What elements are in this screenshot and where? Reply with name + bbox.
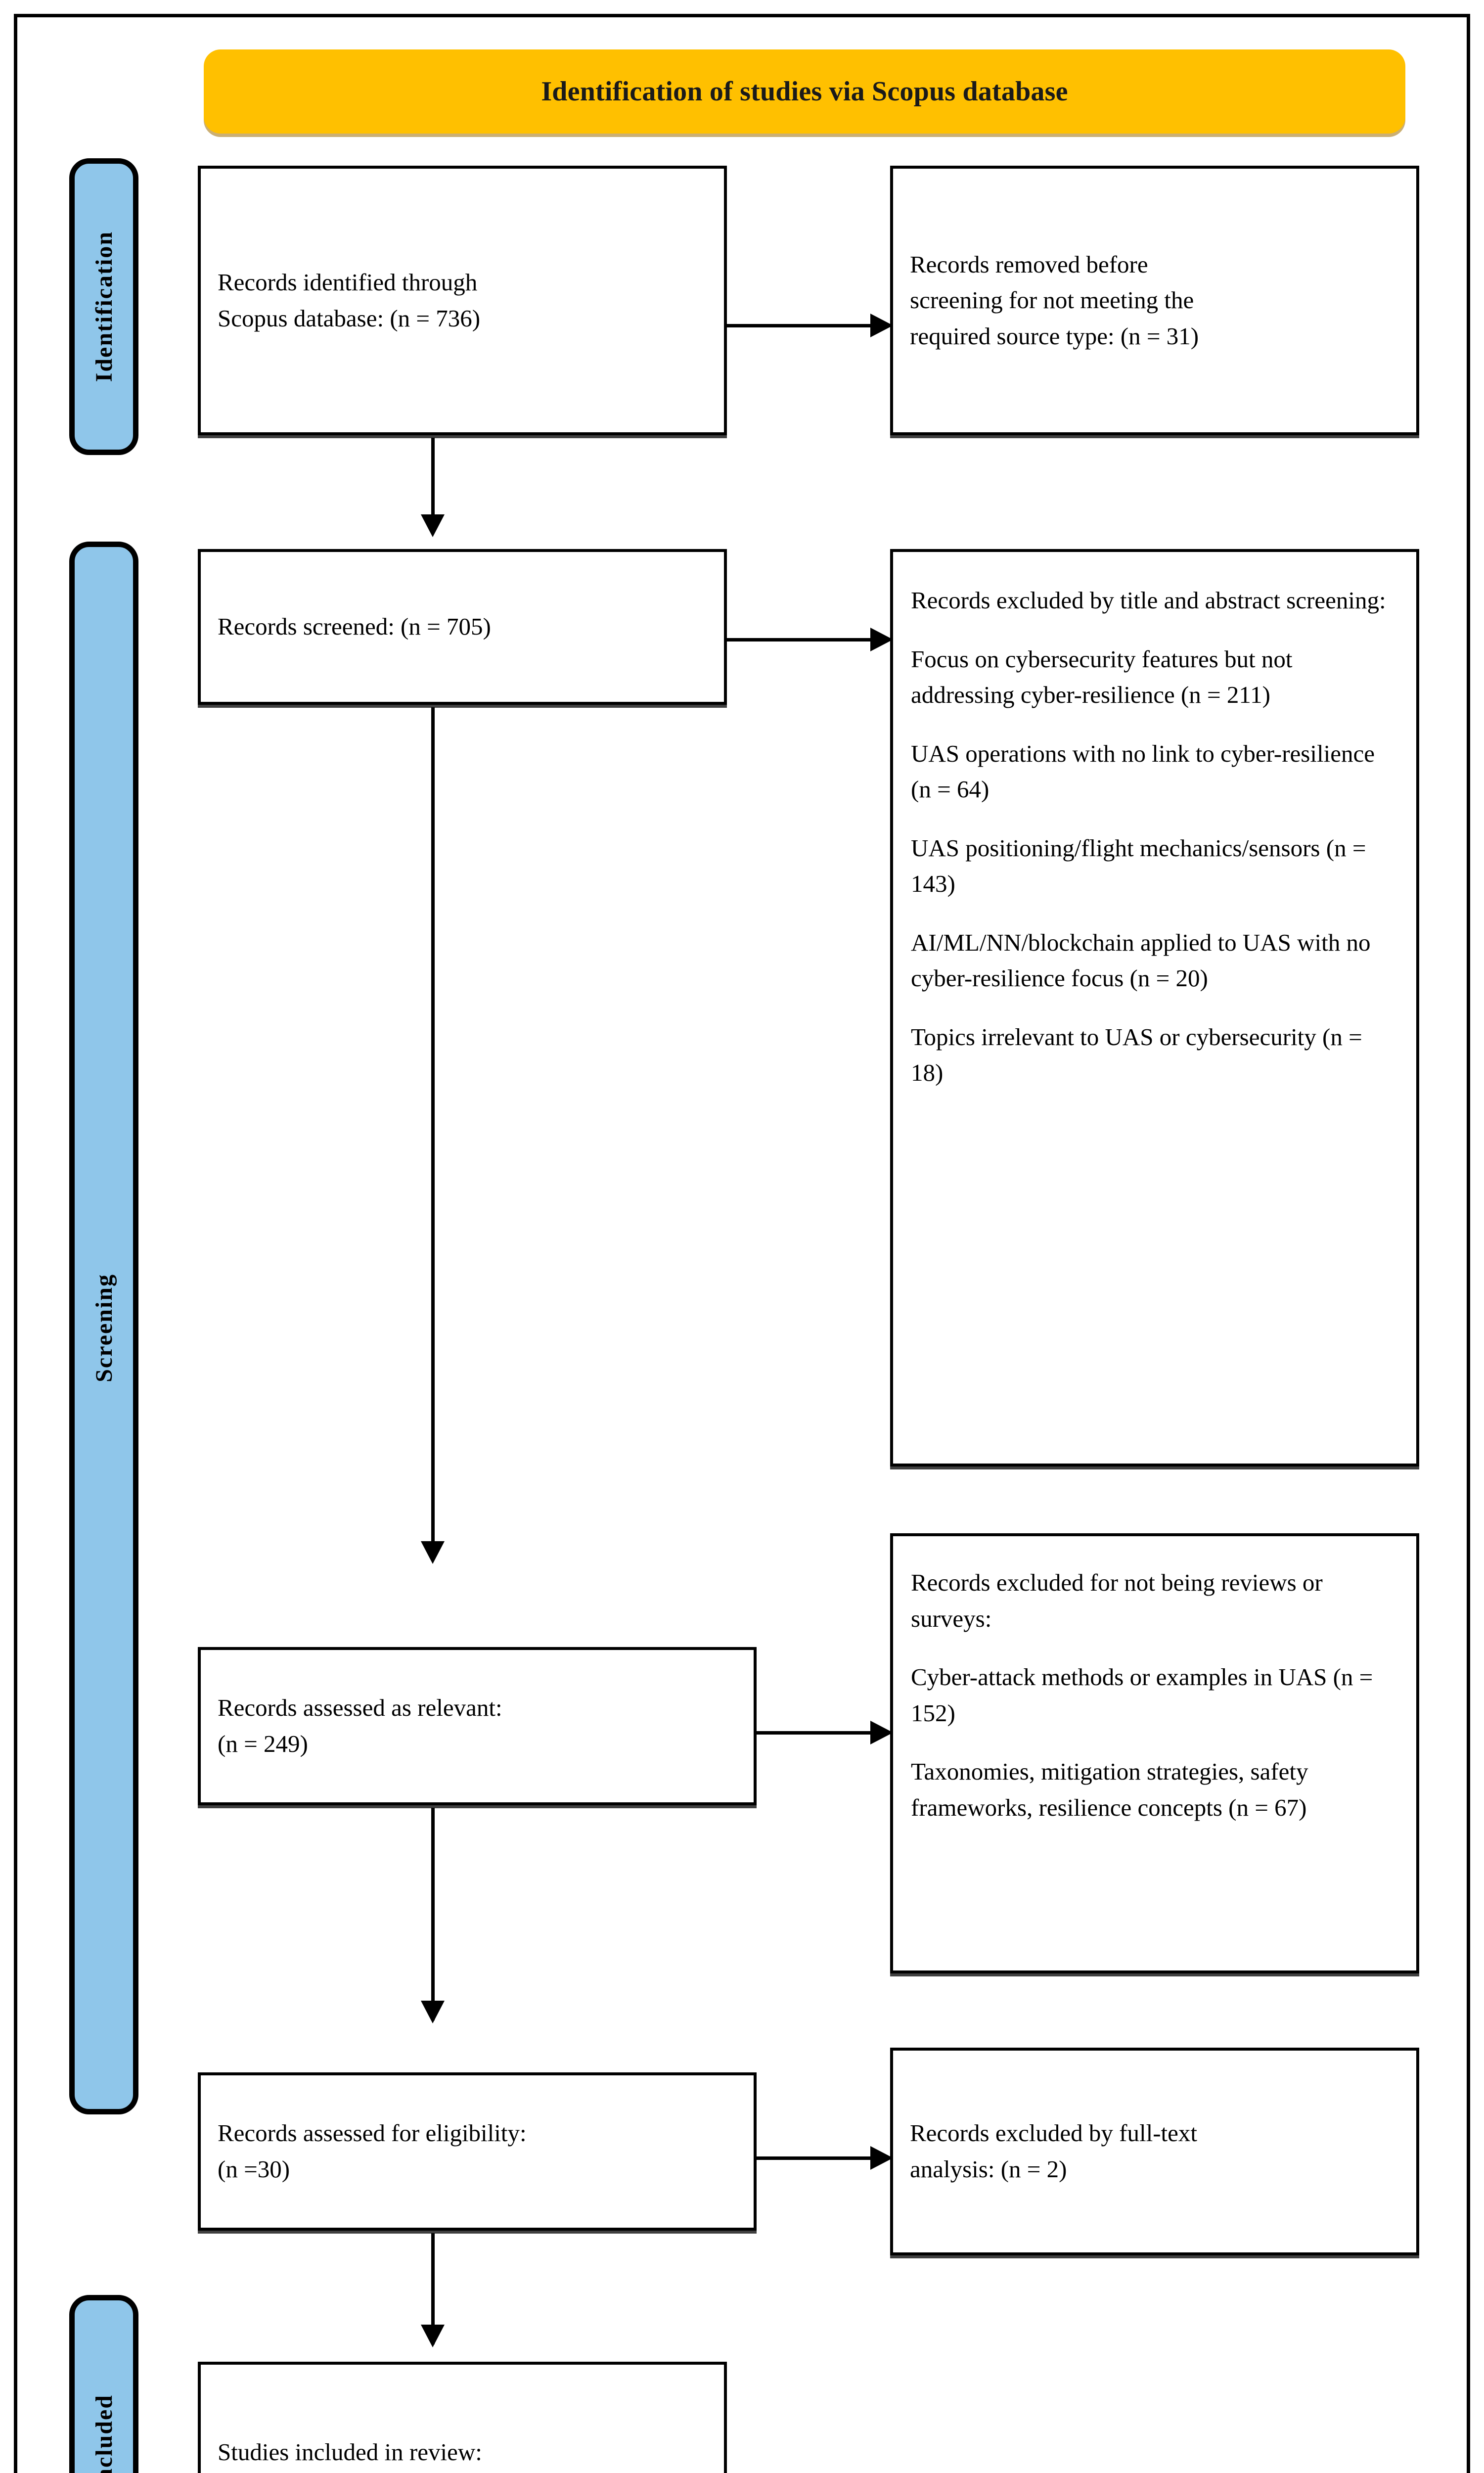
arrowhead-identified-to-screened — [421, 514, 445, 537]
arrowhead-identified-to-removed — [870, 314, 893, 337]
records-removed-line-1: Records removed before — [910, 250, 1148, 278]
box-records-removed-before-screening: Records removed before screening for not… — [890, 166, 1419, 435]
stage-tab-screening: Screening — [69, 542, 138, 2114]
banner-identification-scopus: Identification of studies via Scopus dat… — [204, 49, 1405, 134]
box-records-assessed-relevant: Records assessed as relevant: (n = 249) — [198, 1647, 757, 1805]
stage-tab-identification: Identification — [69, 158, 138, 455]
assessed-eligibility-line-2: (n =30) — [218, 2155, 290, 2183]
stage-label-identification: Identification — [90, 231, 117, 382]
connector-relevant-to-excluded-not-reviews — [757, 1731, 870, 1735]
arrowhead-eligibility-to-included — [421, 2325, 445, 2347]
assessed-relevant-line-1: Records assessed as relevant: — [218, 1694, 502, 1722]
connector-eligibility-to-included — [431, 2233, 435, 2344]
records-screened-line-1: Records screened: (n = 705) — [218, 613, 491, 641]
studies-included-line-1: Studies included in review: — [218, 2438, 482, 2466]
excluded-full-text-line-1: Records excluded by full-text — [910, 2119, 1198, 2147]
arrowhead-screened-to-excluded-title-abstract — [870, 628, 893, 651]
excluded-reason-item: UAS operations with no link to cyber-res… — [911, 739, 1375, 803]
assessed-relevant-line-2: (n = 249) — [218, 1730, 308, 1757]
box-records-screened: Records screened: (n = 705) — [198, 549, 727, 705]
figure-frame — [14, 14, 1470, 2473]
records-identified-line-2: Scopus database: (n = 736) — [218, 304, 481, 332]
box-studies-included: Studies included in review: (n = 28) — [198, 2362, 727, 2473]
excluded-reason-item: AI/ML/NN/blockchain applied to UAS with … — [911, 928, 1371, 992]
excluded-not-reviews-heading: Records excluded for not being reviews o… — [911, 1569, 1323, 1632]
stage-label-screening: Screening — [90, 1274, 117, 1382]
connector-identified-to-screened — [431, 438, 435, 532]
excluded-reason-item: Topics irrelevant to UAS or cybersecurit… — [911, 1023, 1362, 1087]
connector-relevant-to-eligibility — [431, 1808, 435, 2020]
excluded-not-reviews-reason-item: Cyber-attack methods or examples in UAS … — [911, 1663, 1373, 1727]
excluded-reason-item: UAS positioning/flight mechanics/sensors… — [911, 834, 1366, 898]
connector-screened-to-excluded-title-abstract — [727, 638, 870, 641]
arrowhead-eligibility-to-excluded-full-text — [870, 2146, 893, 2170]
excluded-full-text-line-2: analysis: (n = 2) — [910, 2155, 1067, 2183]
excluded-title-abstract-heading: Records excluded by title and abstract s… — [911, 587, 1386, 614]
excluded-reason-item: Focus on cybersecurity features but not … — [911, 645, 1293, 709]
arrowhead-relevant-to-eligibility — [421, 2001, 445, 2023]
connector-screened-to-assessed-relevant — [431, 707, 435, 1558]
records-identified-line-1: Records identified through — [218, 268, 478, 296]
studies-included-line-2: (n = 28) — [218, 2471, 707, 2473]
connector-eligibility-to-excluded-full-text — [757, 2156, 870, 2160]
banner-title: Identification of studies via Scopus dat… — [541, 76, 1068, 107]
arrowhead-relevant-to-excluded-not-reviews — [870, 1721, 893, 1744]
excluded-not-reviews-reason-item: Taxonomies, mitigation strategies, safet… — [911, 1758, 1308, 1821]
records-removed-line-2: screening for not meeting the — [910, 286, 1194, 314]
box-records-excluded-not-reviews: Records excluded for not being reviews o… — [890, 1533, 1419, 1973]
box-records-excluded-title-abstract: Records excluded by title and abstract s… — [890, 549, 1419, 1466]
records-removed-line-3: required source type: (n = 31) — [910, 322, 1199, 350]
connector-identified-to-removed — [727, 324, 870, 327]
arrowhead-screened-to-assessed-relevant — [421, 1541, 445, 1564]
stage-label-included: Included — [90, 2394, 117, 2473]
stage-tab-included: Included — [69, 2295, 138, 2473]
box-records-identified: Records identified through Scopus databa… — [198, 166, 727, 435]
box-records-assessed-eligibility: Records assessed for eligibility: (n =30… — [198, 2072, 757, 2231]
assessed-eligibility-line-1: Records assessed for eligibility: — [218, 2119, 527, 2147]
box-records-excluded-full-text: Records excluded by full-text analysis: … — [890, 2048, 1419, 2255]
